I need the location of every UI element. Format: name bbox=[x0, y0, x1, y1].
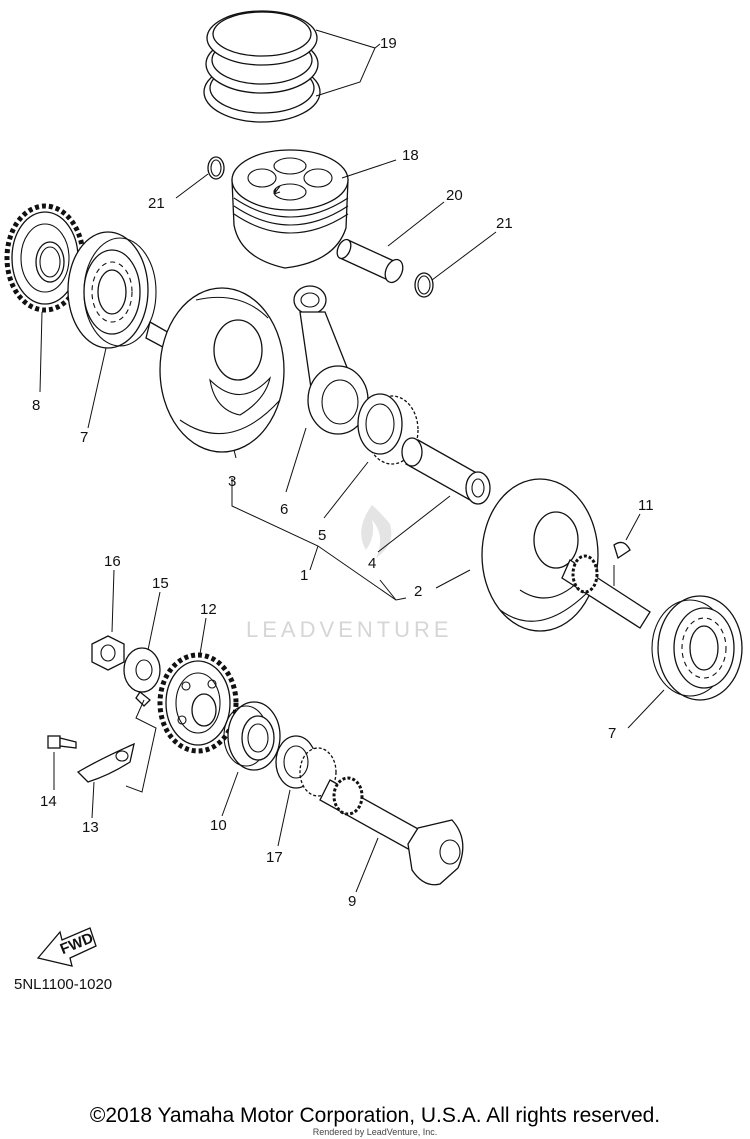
callout-1[interactable]: 1 bbox=[300, 567, 308, 584]
callout-7-left[interactable]: 7 bbox=[80, 429, 88, 446]
connecting-rod[interactable] bbox=[293, 285, 369, 435]
lock-washer[interactable] bbox=[123, 647, 161, 707]
callout-13[interactable]: 13 bbox=[82, 819, 99, 836]
callout-4[interactable]: 4 bbox=[368, 555, 376, 572]
watermark: LEADVENTURE bbox=[246, 505, 453, 642]
balancer-needle-bearing[interactable] bbox=[275, 735, 337, 797]
balancer-bearing[interactable] bbox=[223, 701, 281, 771]
woodruff-key[interactable] bbox=[613, 541, 631, 560]
primary-drive-gear[interactable] bbox=[4, 203, 86, 313]
balancer-nut[interactable] bbox=[91, 635, 125, 671]
callout-14[interactable]: 14 bbox=[40, 793, 57, 810]
balancer-weight-plate[interactable] bbox=[76, 742, 135, 783]
forward-arrow-icon: FWD bbox=[36, 927, 97, 967]
copyright-notice: ©2018 Yamaha Motor Corporation, U.S.A. A… bbox=[89, 1104, 661, 1127]
leader-lines bbox=[39, 29, 665, 893]
callout-21-left[interactable]: 21 bbox=[148, 195, 165, 212]
watermark-text: LEADVENTURE bbox=[246, 617, 453, 642]
callout-15[interactable]: 15 bbox=[152, 575, 169, 592]
crank-pin[interactable] bbox=[401, 437, 491, 505]
callout-19[interactable]: 19 bbox=[380, 35, 397, 52]
crankshaft-bearing-right[interactable] bbox=[651, 595, 743, 701]
piston-rings[interactable] bbox=[203, 10, 321, 123]
callout-16[interactable]: 16 bbox=[104, 553, 121, 570]
callout-labels: 19 18 21 20 21 8 7 3 6 5 4 1 2 11 7 16 1… bbox=[32, 35, 654, 910]
balancer-shaft[interactable] bbox=[319, 776, 464, 886]
callout-11[interactable]: 11 bbox=[638, 497, 654, 514]
callout-20[interactable]: 20 bbox=[446, 187, 463, 204]
piston-pin-clip-right[interactable] bbox=[414, 272, 434, 298]
callout-8[interactable]: 8 bbox=[32, 397, 40, 414]
rendered-by-notice: Rendered by LeadVenture, Inc. bbox=[312, 1127, 438, 1137]
callout-17[interactable]: 17 bbox=[266, 849, 283, 866]
callout-7-right[interactable]: 7 bbox=[608, 725, 616, 742]
piston-pin[interactable] bbox=[334, 237, 406, 285]
callout-6[interactable]: 6 bbox=[280, 501, 288, 518]
callout-2[interactable]: 2 bbox=[414, 583, 422, 600]
callout-5[interactable]: 5 bbox=[318, 527, 326, 544]
callout-21-right[interactable]: 21 bbox=[496, 215, 513, 232]
callout-10[interactable]: 10 bbox=[210, 817, 227, 834]
callout-18[interactable]: 18 bbox=[402, 147, 419, 164]
diagram-code: 5NL1100-1020 bbox=[14, 976, 113, 993]
balancer-drive-gear[interactable] bbox=[157, 652, 239, 754]
callout-9[interactable]: 9 bbox=[348, 893, 356, 910]
callout-3[interactable]: 3 bbox=[228, 473, 236, 490]
piston-pin-clip-left[interactable] bbox=[207, 156, 225, 180]
bolt[interactable] bbox=[47, 735, 77, 749]
callout-12[interactable]: 12 bbox=[200, 601, 217, 618]
piston[interactable] bbox=[231, 149, 349, 269]
crank-right-half[interactable] bbox=[481, 478, 651, 632]
crank-left-half[interactable] bbox=[145, 287, 285, 453]
crankshaft-bearing-left[interactable] bbox=[67, 231, 157, 349]
